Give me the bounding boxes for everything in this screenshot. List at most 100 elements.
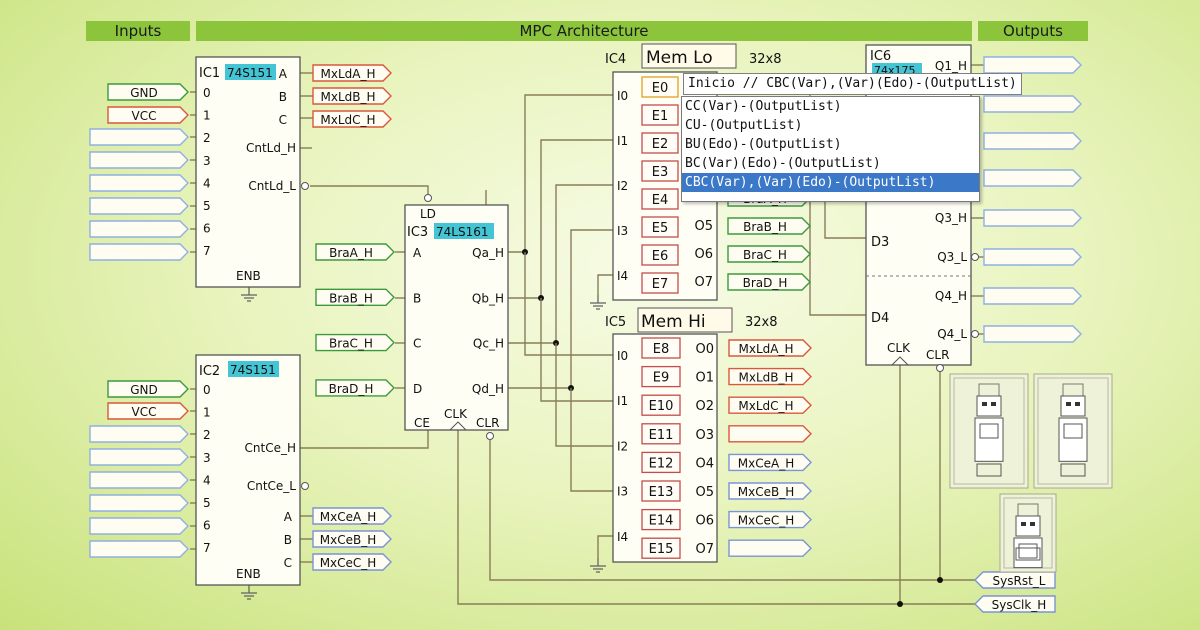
output-port-1[interactable] bbox=[983, 95, 1082, 113]
ic1-sel-B: B bbox=[279, 90, 287, 104]
ic4-cell-E6[interactable] bbox=[641, 244, 679, 266]
ic5-cell-E11[interactable] bbox=[641, 423, 681, 445]
ic4-cell-E5[interactable] bbox=[641, 216, 679, 238]
ic4-cell-E7[interactable] bbox=[641, 272, 679, 294]
ic2-input-port-7[interactable] bbox=[89, 540, 189, 558]
ic4-cell-E4[interactable] bbox=[641, 188, 679, 210]
ic1-input-port-7[interactable] bbox=[89, 243, 189, 261]
output-port-3[interactable] bbox=[983, 169, 1082, 187]
ic3-port-brad_h[interactable]: BraD_H bbox=[315, 379, 395, 397]
gnd-port-2[interactable]: GND bbox=[107, 380, 189, 398]
output-port-7[interactable] bbox=[983, 325, 1082, 343]
ic2-port-mxcea_h[interactable]: MxCeA_H bbox=[312, 507, 392, 525]
ic1-port-mxlda_h[interactable]: MxLdA_H bbox=[312, 64, 392, 82]
ic5-port-mxldb_h[interactable]: MxLdB_H bbox=[728, 367, 812, 386]
ic1-part: 74S151 bbox=[227, 66, 273, 80]
ic5-port-mxcea_h[interactable]: MxCeA_H bbox=[728, 453, 812, 472]
sysclk-port[interactable]: SysClk_H bbox=[974, 595, 1056, 613]
ic2-enb: ENB bbox=[236, 567, 261, 581]
sysrst-port[interactable]: SysRst_L bbox=[974, 571, 1056, 589]
ic2-port-mxcec_h[interactable]: MxCeC_H bbox=[312, 553, 392, 571]
ic2-sel-A: A bbox=[284, 510, 293, 524]
ic5-cell-E15[interactable] bbox=[641, 537, 681, 559]
ic5-cell-E14[interactable] bbox=[641, 508, 681, 531]
output-port-5[interactable] bbox=[983, 248, 1082, 266]
ic2-part: 74S151 bbox=[230, 363, 276, 377]
wire-cntce bbox=[300, 430, 429, 449]
gnd-port-1[interactable]: GND bbox=[107, 83, 189, 101]
ic4-cell-E0[interactable] bbox=[641, 76, 679, 98]
ic1-port-mxldb_h[interactable]: MxLdB_H bbox=[312, 87, 392, 105]
ic2-input-port-4[interactable] bbox=[89, 471, 189, 489]
ic4-cell-E2[interactable] bbox=[641, 132, 679, 154]
ic3-out-Qc_H: Qc_H bbox=[473, 337, 504, 351]
ic3-in-B: B bbox=[413, 291, 421, 305]
ic1-input-port-2[interactable] bbox=[89, 128, 189, 146]
ic5-port-mxcec_h-label: MxCeC_H bbox=[738, 514, 795, 528]
output-port-0[interactable] bbox=[983, 56, 1082, 74]
ic4-port-brab_h-label: BraB_H bbox=[743, 220, 787, 234]
ic1-block[interactable] bbox=[195, 56, 301, 288]
ic4-cell-E3[interactable] bbox=[641, 160, 679, 182]
ic1-input-port-3[interactable] bbox=[89, 151, 189, 169]
menu-item-2[interactable]: BU(Edo)-(OutputList) bbox=[685, 137, 842, 152]
ic2-input-port-6[interactable] bbox=[89, 517, 189, 535]
output-port-4[interactable] bbox=[983, 209, 1082, 227]
vcc-port-1[interactable]: VCC bbox=[107, 106, 189, 124]
figure-1-icon-eye bbox=[982, 402, 987, 406]
ic2-input-port-3[interactable] bbox=[89, 448, 189, 466]
ic5-port-mxceb_h[interactable]: MxCeB_H bbox=[728, 482, 812, 500]
output-port-6[interactable] bbox=[983, 287, 1082, 305]
menu-item-1[interactable]: CU-(OutputList) bbox=[685, 118, 803, 133]
ic3-port-brac_h[interactable]: BraC_H bbox=[315, 333, 395, 352]
ic2-block[interactable] bbox=[195, 354, 301, 586]
ic1-input-port-4[interactable] bbox=[89, 174, 189, 192]
ic5-out-O1: O1 bbox=[695, 371, 714, 386]
ic1-input-port-6[interactable] bbox=[89, 220, 189, 238]
ic1-port-mxldc_h[interactable]: MxLdC_H bbox=[312, 110, 392, 128]
ic2-port-mxceb_h[interactable]: MxCeB_H bbox=[312, 530, 392, 548]
ic1-input-port-5[interactable] bbox=[89, 197, 189, 215]
menu-item-3[interactable]: BC(Var)(Edo)-(OutputList) bbox=[685, 156, 881, 171]
ic5-port-o7[interactable] bbox=[728, 539, 812, 557]
ic3-port-braa_h[interactable]: BraA_H bbox=[315, 243, 395, 261]
ic3-port-brac_h-label: BraC_H bbox=[329, 337, 373, 351]
menu-item-0[interactable]: CC(Var)-(OutputList) bbox=[685, 99, 842, 114]
ic2-input-port-5[interactable] bbox=[89, 494, 189, 512]
ic5-cell-E9[interactable] bbox=[641, 365, 681, 388]
instruction-dropdown-menu[interactable]: CC(Var)-(OutputList) CU-(OutputList) BU(Ed… bbox=[681, 96, 980, 202]
output-port-2[interactable] bbox=[983, 132, 1082, 150]
ic5-port-o3[interactable] bbox=[728, 425, 812, 443]
ic5-cell-E8[interactable] bbox=[641, 337, 681, 359]
ic4-port-brad_h[interactable]: BraD_H bbox=[727, 273, 811, 291]
ic5-port-mxcec_h[interactable]: MxCeC_H bbox=[728, 510, 812, 529]
ic5-cell-E12[interactable] bbox=[641, 451, 681, 474]
ic3-block[interactable] bbox=[404, 204, 509, 431]
ic3-port-braa_h-shape bbox=[315, 243, 395, 261]
ic5-port-mxldc_h[interactable]: MxLdC_H bbox=[728, 396, 812, 414]
ic4-port-brac_h[interactable]: BraC_H bbox=[727, 245, 811, 263]
wire-sysrst bbox=[489, 440, 975, 581]
gnd-port-2-shape bbox=[107, 380, 189, 398]
menu-item-4[interactable]: CBC(Var),(Var)(Edo)-(OutputList) bbox=[682, 173, 979, 192]
ic5-cell-E10[interactable] bbox=[641, 394, 681, 416]
ic4-out-O5: O5 bbox=[694, 219, 713, 234]
ic4-out-O6: O6 bbox=[694, 247, 713, 262]
ic3-port-brab_h[interactable]: BraB_H bbox=[315, 288, 395, 306]
ic1-sel-A: A bbox=[279, 67, 288, 81]
ic5-cell-E13[interactable] bbox=[641, 480, 681, 502]
ic1-in-1: 1 bbox=[203, 109, 211, 123]
vcc-port-2[interactable]: VCC bbox=[107, 402, 189, 420]
ic5-out-O4: O4 bbox=[695, 456, 714, 471]
figure-3-icon-head bbox=[1015, 515, 1041, 537]
ic2-input-port-2[interactable] bbox=[89, 425, 189, 443]
ic4-cell-label-E0: E0 bbox=[652, 81, 669, 96]
ic4-cell-E1[interactable] bbox=[641, 104, 679, 126]
ic4-port-brab_h[interactable]: BraB_H bbox=[727, 217, 811, 235]
ic2-in-6: 6 bbox=[203, 519, 211, 533]
output-port-3-shape bbox=[983, 169, 1082, 187]
junction-dot bbox=[937, 577, 943, 583]
ic5-port-mxlda_h[interactable]: MxLdA_H bbox=[728, 339, 812, 357]
